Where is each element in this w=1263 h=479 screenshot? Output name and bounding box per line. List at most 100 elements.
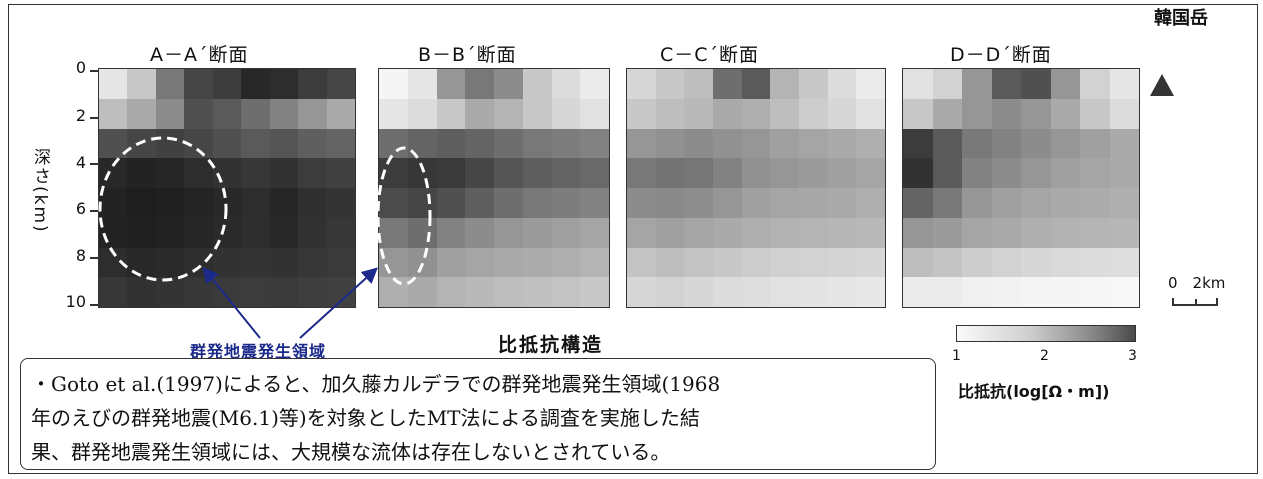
resistivity-cell	[99, 98, 129, 130]
resistivity-cell	[465, 217, 495, 249]
resistivity-cell	[1021, 247, 1052, 279]
resistivity-cell	[932, 128, 963, 160]
resistivity-cell	[827, 128, 858, 160]
resistivity-cell	[713, 158, 743, 189]
volcano-triangle-icon	[1150, 74, 1174, 96]
colorbar-title: 比抵抗(log[Ω・m])	[958, 382, 1110, 401]
resistivity-cell	[827, 277, 858, 307]
resistivity-cell	[1021, 128, 1052, 160]
section-title-c: C－C´断面	[660, 44, 760, 66]
resistivity-cell	[1050, 128, 1081, 160]
resistivity-cell	[580, 69, 609, 100]
section-title-b: B－B´断面	[418, 44, 517, 66]
resistivity-cell	[1080, 217, 1111, 249]
resistivity-cell	[1109, 69, 1139, 100]
resistivity-cell	[298, 69, 328, 100]
swarm-region-label: 群発地震発生領域	[190, 342, 327, 361]
resistivity-cell	[713, 247, 743, 279]
scale-bar	[1172, 298, 1218, 306]
resistivity-cell	[1109, 277, 1139, 307]
colorbar-tick: 2	[1040, 348, 1049, 364]
resistivity-cell	[494, 128, 524, 160]
resistivity-cell	[655, 277, 686, 307]
depth-tick	[90, 163, 98, 165]
resistivity-cell	[522, 98, 553, 130]
resistivity-cell	[856, 247, 885, 279]
resistivity-cell	[184, 188, 214, 219]
resistivity-cell	[627, 277, 657, 307]
resistivity-cell	[1109, 158, 1139, 189]
resistivity-cell	[741, 128, 772, 160]
resistivity-cell	[522, 247, 553, 279]
resistivity-cell	[127, 277, 157, 307]
resistivity-cell	[741, 69, 772, 100]
resistivity-cell	[436, 69, 467, 100]
resistivity-cell	[127, 158, 157, 189]
resistivity-cell	[436, 247, 467, 279]
resistivity-cell	[184, 98, 214, 130]
resistivity-cell	[580, 98, 609, 130]
resistivity-cell	[522, 69, 553, 100]
resistivity-cell	[770, 277, 800, 307]
resistivity-cell	[1050, 217, 1081, 249]
resistivity-cell	[655, 98, 686, 130]
resistivity-cell	[799, 128, 829, 160]
resistivity-cell	[684, 69, 714, 100]
resistivity-cell	[298, 158, 328, 189]
resistivity-cell	[326, 98, 355, 130]
resistivity-cell	[379, 98, 409, 130]
resistivity-cell	[827, 98, 858, 130]
resistivity-cell	[465, 158, 495, 189]
volcano-label: 韓国岳	[1154, 8, 1208, 29]
note-line: ・Goto et al.(1997)によると、加久藤カルデラでの群発地震発生領域…	[31, 372, 721, 396]
resistivity-cell	[932, 247, 963, 279]
resistivity-cell	[932, 277, 963, 307]
resistivity-cell	[298, 188, 328, 219]
resistivity-cell	[1050, 158, 1081, 189]
resistivity-cell	[991, 188, 1022, 219]
resistivity-cell	[298, 128, 328, 160]
resistivity-cell	[155, 69, 186, 100]
depth-tick-label: 4	[75, 153, 86, 172]
resistivity-cell	[212, 69, 243, 100]
resistivity-cell	[379, 277, 409, 307]
resistivity-cell	[799, 98, 829, 130]
depth-tick	[90, 117, 98, 119]
resistivity-cell	[1021, 188, 1052, 219]
resistivity-cell	[991, 247, 1022, 279]
resistivity-cell	[932, 188, 963, 219]
resistivity-cell	[580, 247, 609, 279]
resistivity-cell	[127, 188, 157, 219]
resistivity-cell	[991, 217, 1022, 249]
resistivity-cell	[241, 247, 271, 279]
resistivity-cell	[326, 158, 355, 189]
resistivity-cell	[155, 158, 186, 189]
resistivity-cell	[298, 98, 328, 130]
resistivity-cell	[212, 188, 243, 219]
resistivity-cell	[436, 217, 467, 249]
resistivity-cell	[241, 217, 271, 249]
resistivity-cell	[99, 277, 129, 307]
resistivity-cell	[991, 69, 1022, 100]
resistivity-cell	[713, 188, 743, 219]
resistivity-cell	[241, 128, 271, 160]
arrow-to-b	[299, 267, 378, 339]
resistivity-cell	[580, 158, 609, 189]
resistivity-cell	[962, 98, 993, 130]
resistivity-cell	[127, 217, 157, 249]
scale-label: 0 2km	[1168, 274, 1226, 292]
resistivity-cell	[856, 128, 885, 160]
resistivity-cell	[241, 69, 271, 100]
resistivity-cell	[407, 158, 438, 189]
resistivity-cell	[903, 128, 934, 160]
resistivity-cell	[241, 158, 271, 189]
resistivity-cell	[903, 277, 934, 307]
resistivity-cell	[465, 98, 495, 130]
resistivity-cell	[465, 247, 495, 279]
resistivity-cell	[932, 158, 963, 189]
resistivity-cell	[465, 69, 495, 100]
resistivity-cell	[522, 158, 553, 189]
resistivity-cell	[407, 277, 438, 307]
resistivity-cell	[551, 247, 582, 279]
